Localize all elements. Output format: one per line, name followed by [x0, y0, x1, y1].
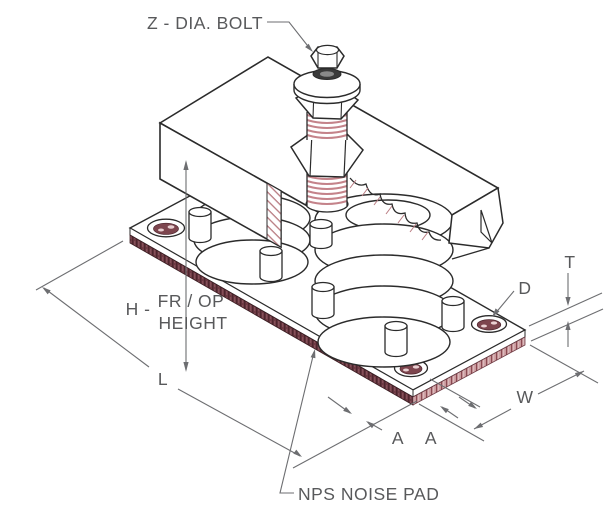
- label-nps-noise-pad: NPS NOISE PAD: [298, 484, 439, 504]
- label-z-dia-bolt: Z - DIA. BOLT: [147, 13, 263, 33]
- post: [259, 245, 283, 283]
- ext-line-left-corner: [35, 240, 124, 291]
- ext-line-t1: [528, 292, 603, 327]
- label-fr-op: FR / OP: [158, 291, 225, 311]
- threaded-stud-lower: [306, 172, 348, 206]
- leader-z-bolt: [267, 21, 312, 51]
- ext-line-w1: [418, 403, 485, 442]
- spring-guide-posts: [188, 206, 465, 358]
- washer: [293, 69, 361, 105]
- adjustment-bolt-assembly: [289, 44, 364, 213]
- bolt-hole-left: [146, 218, 186, 238]
- label-h-prefix: H -: [126, 299, 151, 319]
- bolt-hole-right: [470, 315, 508, 333]
- leader-noise-pad: [279, 351, 315, 494]
- noise-pad-edge-right: [412, 336, 526, 406]
- post: [309, 218, 333, 250]
- ext-line-bottom-corner: [292, 400, 418, 469]
- channel-cut-face: [266, 182, 282, 248]
- label-w: W: [516, 387, 533, 407]
- post: [384, 320, 408, 358]
- label-height: HEIGHT: [158, 313, 227, 333]
- bolt-hex-head: [310, 44, 345, 69]
- label-t: T: [564, 252, 575, 272]
- dim-line-l-a: [43, 287, 150, 368]
- post: [311, 281, 335, 320]
- right-spring: [314, 193, 454, 368]
- channel-right-flange: [448, 186, 504, 260]
- post: [188, 206, 212, 244]
- label-l: L: [158, 369, 168, 389]
- ext-line-w2: [529, 344, 599, 384]
- labels: Z - DIA. BOLT H - FR / OP HEIGHT L T D W…: [126, 13, 576, 504]
- label-d: D: [518, 278, 531, 298]
- post: [441, 295, 465, 333]
- dim-line-l-b: [177, 388, 301, 457]
- dimensions: [35, 21, 604, 494]
- ext-line-hole: [429, 378, 481, 408]
- break-line: [349, 177, 442, 241]
- label-a1: A: [392, 428, 404, 448]
- label-a2: A: [425, 428, 437, 448]
